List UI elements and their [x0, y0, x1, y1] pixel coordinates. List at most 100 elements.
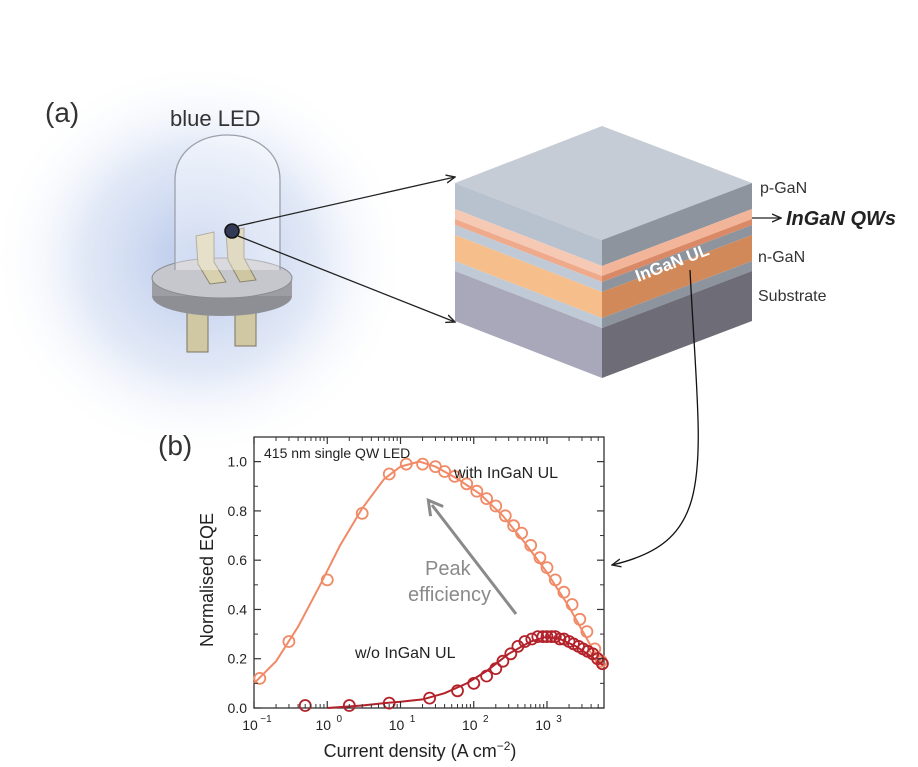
data-point-with-ul [470, 484, 484, 498]
x-axis-title-exponent: −2 [497, 739, 511, 753]
data-point-with-ul [448, 469, 462, 483]
data-point-without-ul [504, 647, 518, 661]
data-point-with-ul [438, 465, 452, 478]
front-underlayer [455, 235, 602, 318]
data-point-without-ul [423, 691, 437, 705]
data-point-with-ul [507, 519, 520, 533]
front-qw-light [455, 209, 602, 276]
front-substrate [455, 271, 602, 378]
data-point-with-ul [460, 477, 474, 491]
x-tick-exponent: 3 [556, 714, 562, 725]
data-point-without-ul [518, 635, 532, 648]
side-qw-band [602, 219, 752, 282]
data-point-with-ul [515, 526, 528, 540]
layer-stack: InGaN UL [455, 126, 752, 378]
data-point-with-ul [548, 573, 562, 587]
zoom-line-bottom [237, 235, 455, 322]
data-point-with-ul [253, 672, 267, 685]
zoom-line-top [237, 177, 455, 227]
data-point-without-ul [540, 630, 554, 643]
plot-frame [253, 436, 605, 709]
data-point-without-ul [553, 632, 567, 646]
label-substrate: Substrate [758, 288, 827, 305]
side-underlayer [602, 235, 752, 318]
led-chip-circle [224, 223, 240, 239]
data-point-without-ul [382, 696, 396, 710]
x-axis-title-main: Current density (A cm [324, 741, 497, 761]
side-substrate [602, 271, 752, 378]
led-post-left [195, 231, 227, 285]
side-n-gan-1 [602, 225, 752, 292]
label-n-gan: n-GaN [758, 249, 805, 266]
led-post-right [225, 227, 257, 283]
front-qw-band [455, 219, 602, 282]
link-arrow [612, 269, 699, 565]
data-point-without-ul [480, 669, 494, 683]
data-point-with-ul [480, 492, 494, 506]
side-n-gan-2 [602, 261, 752, 328]
y-tick-label: 1.0 [228, 454, 248, 470]
x-tick-label: 10 [462, 717, 478, 733]
y-tick-label: 0.0 [228, 700, 248, 716]
series-label-with-ul: with InGaN UL [453, 465, 558, 482]
x-tick-label: 10 [315, 717, 331, 733]
data-point-with-ul [320, 573, 334, 587]
peak-label-line1: Peak [425, 558, 472, 580]
cube-top [455, 126, 752, 240]
led-dome [174, 134, 281, 270]
data-point-with-ul [540, 561, 554, 574]
data-point-without-ul [496, 654, 510, 668]
data-point-without-ul [531, 630, 545, 643]
data-point-with-ul [565, 598, 579, 611]
y-tick-label: 0.2 [228, 651, 248, 667]
label-p-gan: p-GaN [760, 180, 807, 197]
x-axis-title: Current density (A cm−2) [324, 739, 517, 761]
panel-a-label: (a) [45, 97, 79, 128]
x-tick-label: 10 [242, 717, 258, 733]
x-axis-title-text: Current density (A cm−2) [324, 739, 517, 761]
label-ingan-qws: InGaN QWs [786, 208, 896, 230]
y-tick-label: 0.8 [228, 503, 248, 519]
side-qw-light [602, 209, 752, 276]
panel-b-label: (b) [158, 430, 192, 461]
peak-efficiency-arrow [432, 505, 518, 615]
front-n-gan-1 [455, 225, 602, 292]
data-point-without-ul [545, 630, 558, 643]
data-point-without-ul [536, 630, 550, 643]
front-n-gan-2 [455, 261, 602, 328]
x-tick-exponent: 2 [483, 714, 489, 725]
led-drawing [151, 134, 293, 353]
data-point-without-ul [467, 677, 481, 690]
data-point-without-ul [489, 662, 503, 675]
panel-a: (a) blue LED [0, 60, 896, 565]
data-point-with-ul [557, 585, 571, 599]
y-axis-title: Normalised EQE [197, 513, 217, 647]
data-point-with-ul [573, 612, 587, 626]
x-tick-exponent: 1 [410, 714, 416, 725]
side-p-gan [602, 183, 752, 266]
peak-label-line2: efficiency [408, 584, 491, 606]
y-tick-label: 0.6 [228, 552, 248, 568]
data-point-with-ul [416, 457, 430, 471]
x-axis-title-close: ) [510, 741, 516, 761]
x-tick-label: 10 [389, 717, 405, 733]
data-point-without-ul [342, 699, 356, 712]
data-point-with-ul [355, 507, 369, 520]
x-tick-exponent: 0 [336, 714, 342, 725]
y-tick-label: 0.4 [228, 601, 248, 617]
front-p-gan [455, 183, 602, 266]
data-point-with-ul [533, 551, 547, 565]
data-point-with-ul [399, 457, 413, 471]
data-point-with-ul [498, 509, 512, 523]
series-label-without-ul: w/o InGaN UL [354, 645, 456, 662]
x-tick-exponent: −1 [260, 714, 272, 725]
data-point-with-ul [282, 635, 296, 648]
inset-title: 415 nm single QW LED [264, 445, 410, 461]
led-label: blue LED [170, 106, 261, 131]
data-point-with-ul [524, 539, 538, 552]
data-point-with-ul [580, 625, 594, 638]
data-point-with-ul [382, 467, 396, 481]
x-tick-label: 10 [535, 717, 551, 733]
